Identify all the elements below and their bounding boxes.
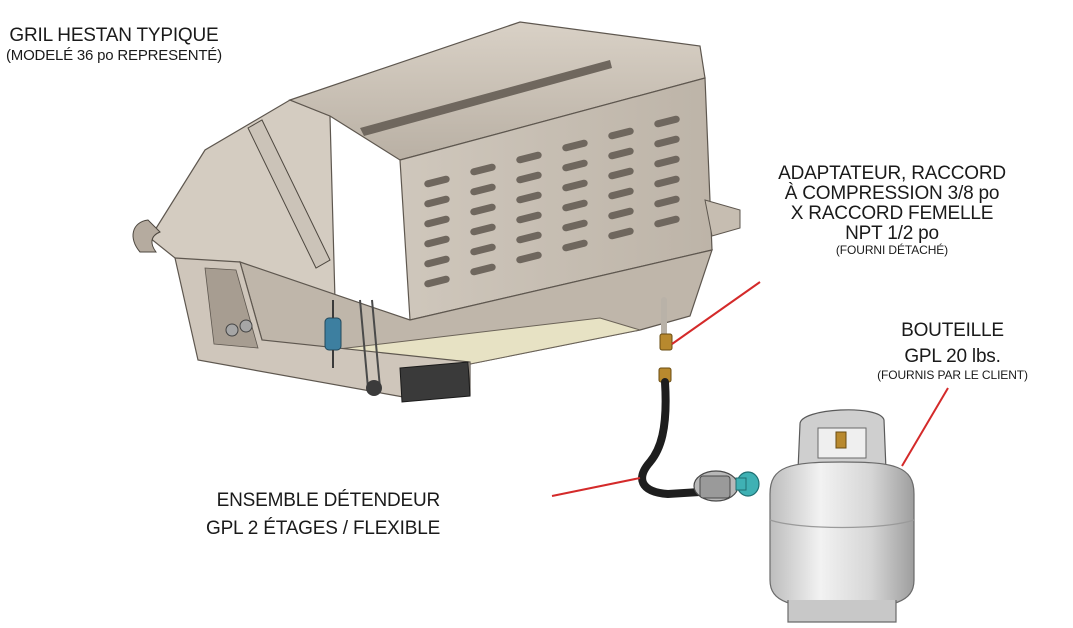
grill-vent-slot <box>424 255 450 268</box>
grill-vent-slot <box>424 235 450 248</box>
grill-vent-slot <box>654 195 680 208</box>
grill-knob <box>225 323 239 337</box>
cylinder-label: BOUTEILLE GPL 20 lbs. (FOURNIS PAR LE CL… <box>810 321 1073 381</box>
leader-line-regulator <box>551 477 641 497</box>
grill-vent-slot <box>654 115 680 128</box>
grill-vent-slot <box>654 155 680 168</box>
grill-vent-slot <box>516 231 542 244</box>
grill-base-frame <box>174 257 471 401</box>
grill-vent-slot <box>608 227 634 240</box>
grill-control-box <box>399 361 471 403</box>
grill-vent-slot <box>516 191 542 204</box>
leader-lines <box>551 281 949 497</box>
adapter-label-line4: NPT 1/2 po <box>845 222 939 244</box>
grill-vent-slot <box>470 243 496 256</box>
grill-illustration <box>132 21 741 403</box>
cylinder-label-line2: GPL 20 lbs. <box>904 345 1001 367</box>
grill-vent-slot <box>470 183 496 196</box>
grill-vent-slot <box>470 203 496 216</box>
grill-vent-slot <box>654 175 680 188</box>
grill-vent-slot <box>654 135 680 148</box>
brass-fitting-illustration <box>659 333 673 351</box>
grill-hood-gap <box>360 60 612 136</box>
grill-vent-slot <box>424 215 450 228</box>
adapter-label-line2: À COMPRESSION 3/8 po <box>784 182 1000 204</box>
grill-vent-slot <box>424 275 450 288</box>
cylinder-label-line1: BOUTEILLE <box>901 320 1004 341</box>
grill-left-handle <box>132 219 161 253</box>
grill-right-shelf <box>704 199 741 237</box>
propane-tank-illustration <box>769 409 915 623</box>
regulator-label-line2: GPL 2 ÉTAGES / FLEXIBLE <box>206 517 441 539</box>
grill-vent-slot <box>562 159 588 172</box>
adapter-label: ADAPTATEUR, RACCORD À COMPRESSION 3/8 po… <box>742 164 1042 256</box>
adapter-label-note: (FOURNI DÉTACHÉ) <box>835 242 949 257</box>
adapter-label-line3: X RACCORD FEMELLE <box>790 202 994 224</box>
cylinder-label-note: (FOURNIS PAR LE CLIENT) <box>877 367 1028 382</box>
leader-line-adapter <box>671 281 761 345</box>
grill-vent-slot <box>608 147 634 160</box>
grill-vent-slot <box>562 139 588 152</box>
grill-vent-slot <box>608 207 634 220</box>
grill-pulley <box>366 380 382 396</box>
grill-vent-slot <box>562 179 588 192</box>
grill-vent-slot <box>562 199 588 212</box>
grill-vent-slot <box>562 239 588 252</box>
grill-vent-slot <box>470 163 496 176</box>
grill-vent-slot <box>654 215 680 228</box>
grill-vent-slot <box>516 211 542 224</box>
grill-vent-slot <box>516 171 542 184</box>
grill-vent-slot <box>470 263 496 276</box>
grill-vent-slot <box>424 195 450 208</box>
grill-knob <box>239 319 253 333</box>
grill-vent-slot <box>608 167 634 180</box>
grill-vent-slot <box>516 151 542 164</box>
grill-blue-spring <box>324 300 342 368</box>
grill-chain <box>359 299 381 389</box>
grill-vent-slot <box>562 219 588 232</box>
grill-label-subtitle: (MODELÉ 36 po REPRESENTÉ) <box>6 46 222 64</box>
grill-vent-slot <box>608 187 634 200</box>
grill-vent-slot <box>608 127 634 140</box>
regulator-label: ENSEMBLE DÉTENDEUR GPL 2 ÉTAGES / FLEXIB… <box>206 491 440 539</box>
adapter-label-line1: ADAPTATEUR, RACCORD <box>778 163 1006 184</box>
grill-label: GRIL HESTAN TYPIQUE (MODELÉ 36 po REPRES… <box>6 26 222 64</box>
grill-label-title: GRIL HESTAN TYPIQUE <box>9 25 219 46</box>
gas-regulator-illustration <box>693 470 760 502</box>
grill-strut <box>247 119 331 269</box>
regulator-label-line1: ENSEMBLE DÉTENDEUR <box>216 490 441 511</box>
grill-vent-slot <box>424 175 450 188</box>
grill-vent-slots <box>424 115 680 288</box>
gas-hose-illustration <box>638 367 704 499</box>
leader-line-cylinder <box>901 387 949 467</box>
grill-vent-slot <box>516 251 542 264</box>
grill-vent-slot <box>470 223 496 236</box>
